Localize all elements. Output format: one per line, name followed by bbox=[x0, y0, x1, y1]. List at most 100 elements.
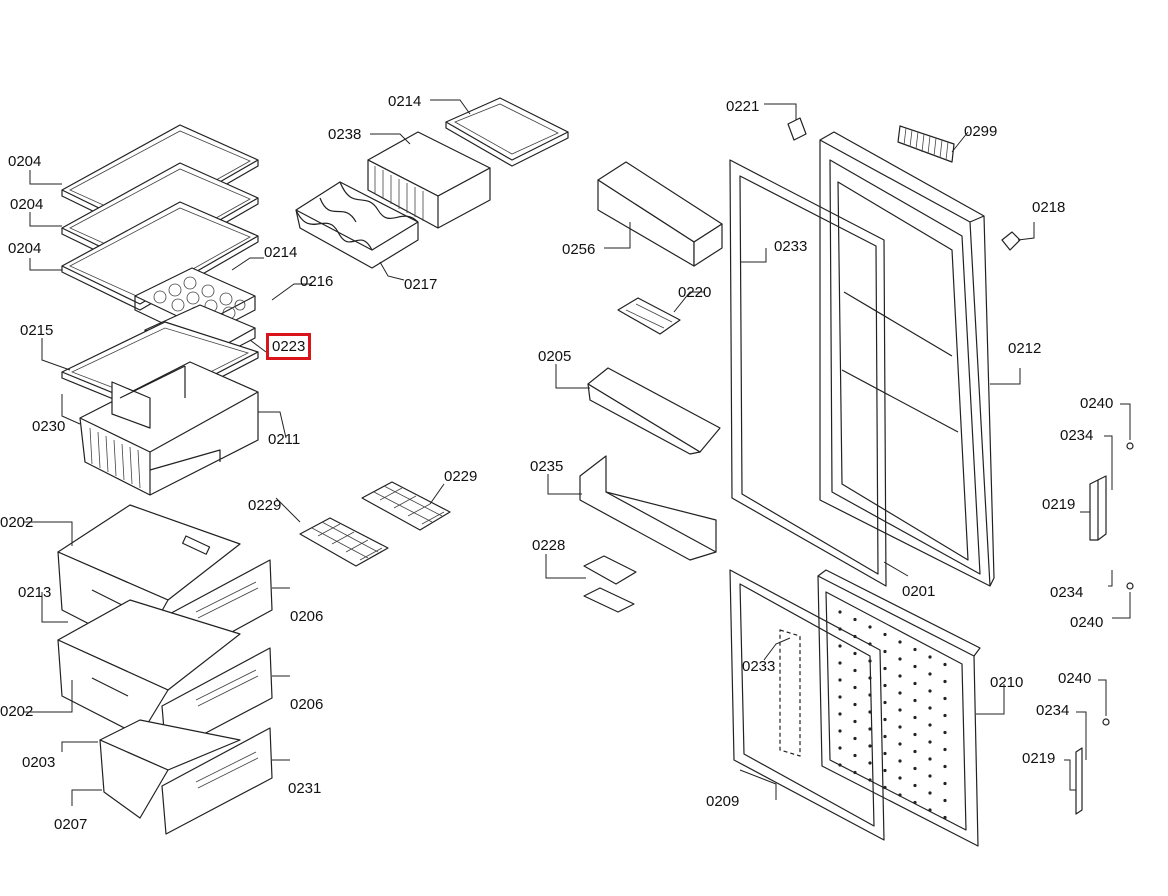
top-shelf-0214 bbox=[445, 97, 569, 167]
label-0214-top: 0214 bbox=[388, 93, 422, 110]
label-0234-top: 0234 bbox=[1060, 427, 1094, 444]
label-0207: 0207 bbox=[54, 816, 88, 833]
freezer-drawer-mid bbox=[57, 599, 273, 755]
label-0217: 0217 bbox=[404, 276, 438, 293]
door-panel-dot bbox=[928, 655, 932, 659]
label-0221: 0221 bbox=[726, 98, 760, 115]
door-shelf-0235 bbox=[579, 455, 717, 561]
door-bin-0256 bbox=[597, 161, 723, 267]
ice-tray-1 bbox=[299, 517, 389, 567]
door-panel-dot bbox=[913, 698, 917, 703]
label-0234-middle: 0234 bbox=[1050, 584, 1084, 601]
handle-0219-upper bbox=[1089, 442, 1134, 590]
door-panel-dot bbox=[898, 640, 902, 644]
door-panel-dot bbox=[913, 783, 917, 788]
label-0211: 0211 bbox=[268, 431, 301, 448]
door-panel-dot bbox=[838, 746, 842, 750]
door-panel-dot bbox=[853, 651, 857, 656]
label-0202-top: 0202 bbox=[0, 514, 34, 531]
door-panel-dot bbox=[868, 744, 872, 748]
door-panel-dot bbox=[868, 778, 872, 782]
door-panel-dot bbox=[868, 642, 872, 646]
label-0223-highlighted: 0223 bbox=[266, 333, 312, 360]
door-panel-dot bbox=[853, 617, 857, 622]
door-panel-dot bbox=[898, 759, 902, 763]
label-0231: 0231 bbox=[288, 780, 322, 797]
label-0204-middle: 0204 bbox=[10, 196, 44, 213]
label-0216: 0216 bbox=[300, 273, 334, 290]
door-shelf-0205 bbox=[587, 367, 721, 455]
drawer-0238 bbox=[367, 131, 491, 229]
door-panel-dot bbox=[853, 685, 857, 690]
seal-strip-0233-lower bbox=[779, 629, 801, 757]
door-panel-dot bbox=[913, 664, 917, 669]
door-panel-dot bbox=[898, 725, 902, 729]
door-panel-dot bbox=[853, 753, 857, 758]
crisper-0211 bbox=[79, 361, 259, 496]
egg-holder-0220 bbox=[617, 297, 681, 335]
label-0206-bottom: 0206 bbox=[290, 696, 324, 713]
label-0206-top: 0206 bbox=[290, 608, 324, 625]
label-0238: 0238 bbox=[328, 126, 362, 143]
door-panel-dot bbox=[838, 695, 842, 699]
label-0240-bottom: 0240 bbox=[1058, 670, 1092, 687]
door-panel-dot bbox=[928, 791, 932, 795]
label-0212: 0212 bbox=[1008, 340, 1042, 357]
door-panel-dot bbox=[928, 757, 932, 761]
label-0214-left: 0214 bbox=[264, 244, 298, 261]
door-panel-dot bbox=[868, 761, 872, 765]
door-panel-dot bbox=[928, 740, 932, 744]
door-panel-dot bbox=[943, 815, 947, 820]
door-panel-dot bbox=[898, 657, 902, 661]
door-panel-dot bbox=[928, 774, 932, 778]
label-0203: 0203 bbox=[22, 754, 56, 771]
door-panel-dot bbox=[838, 644, 842, 648]
label-0202-bottom: 0202 bbox=[0, 703, 34, 720]
label-0240-top: 0240 bbox=[1080, 395, 1114, 412]
door-panel-dot bbox=[868, 659, 872, 663]
label-0235: 0235 bbox=[530, 458, 564, 475]
door-panel-dot bbox=[883, 751, 887, 756]
door-panel-dot bbox=[883, 632, 887, 637]
door-panel-dot bbox=[883, 717, 887, 722]
door-panel-dot bbox=[913, 800, 917, 805]
door-panel-dot bbox=[913, 681, 917, 686]
label-0220: 0220 bbox=[678, 284, 712, 301]
hinge-cover-0218 bbox=[1001, 231, 1021, 251]
door-panel-dot bbox=[898, 776, 902, 780]
door-panel-dot bbox=[913, 749, 917, 754]
label-0233-lower: 0233 bbox=[742, 658, 776, 675]
door-panel-dot bbox=[868, 710, 872, 714]
freezer-door-0210 bbox=[817, 569, 981, 847]
door-panel-dot bbox=[943, 713, 947, 718]
label-0256: 0256 bbox=[562, 241, 596, 258]
door-panel-dot bbox=[943, 764, 947, 769]
door-panel-dot bbox=[883, 785, 887, 790]
label-0204-top: 0204 bbox=[8, 153, 42, 170]
door-panel-dot bbox=[838, 627, 842, 631]
label-0229-right: 0229 bbox=[444, 468, 478, 485]
door-panel-dot bbox=[883, 734, 887, 739]
door-panel-dot bbox=[928, 808, 932, 812]
door-panel-dot bbox=[838, 712, 842, 716]
label-0219-lower: 0219 bbox=[1022, 750, 1056, 767]
door-panel-dot bbox=[943, 781, 947, 786]
label-0299: 0299 bbox=[964, 123, 998, 140]
door-panel-dot bbox=[838, 610, 842, 614]
label-0228: 0228 bbox=[532, 537, 566, 554]
door-panel-dot bbox=[868, 676, 872, 680]
label-0230: 0230 bbox=[32, 418, 66, 435]
door-panel-dot bbox=[898, 674, 902, 678]
fridge-door-0212 bbox=[819, 131, 995, 587]
door-panel-dot bbox=[883, 700, 887, 705]
door-panel-dot bbox=[943, 662, 947, 667]
door-panel-dot bbox=[853, 719, 857, 724]
door-panel-dot bbox=[928, 689, 932, 693]
door-panel-dot bbox=[913, 715, 917, 720]
door-panel-dot bbox=[913, 766, 917, 771]
door-panel-dot bbox=[898, 793, 902, 797]
label-0219-upper: 0219 bbox=[1042, 496, 1076, 513]
door-panel-dot bbox=[868, 727, 872, 731]
door-panel-dot bbox=[838, 729, 842, 733]
door-panel-dot bbox=[853, 736, 857, 741]
